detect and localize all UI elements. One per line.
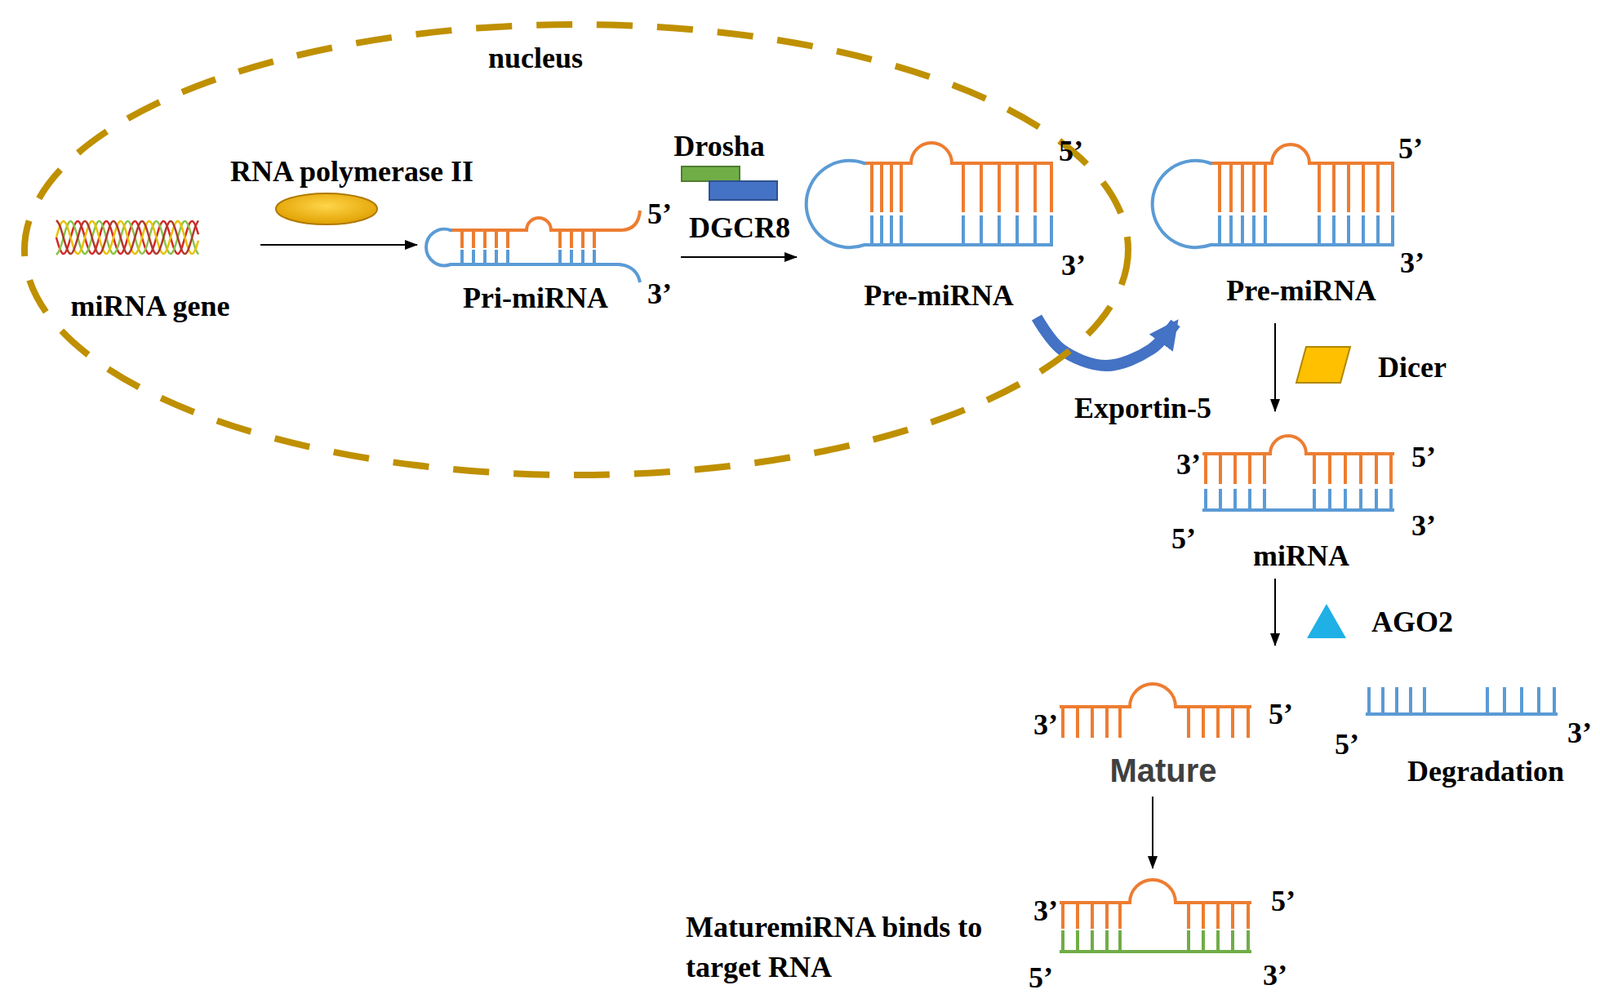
rna-strand	[1204, 490, 1393, 511]
rna-strand	[1061, 684, 1250, 737]
strand-end-label: 5’	[1411, 442, 1436, 472]
mature-mirna: Mature 3’ 5’	[1030, 648, 1307, 794]
strand-end-label: 5’	[1268, 699, 1294, 729]
enzyme-label: AGO2	[1371, 607, 1454, 637]
strand-end-label: 3’	[1262, 960, 1288, 991]
rna-strand	[806, 160, 1052, 248]
strand-end-label: 5’	[647, 199, 672, 229]
dna-helix	[56, 220, 199, 255]
stage-label: Pri-miRNA	[462, 283, 609, 313]
stage-label: Mature	[1109, 754, 1217, 787]
strand-end-label: 5’	[1398, 133, 1423, 164]
gene-node: miRNA gene	[44, 208, 258, 327]
rna-tail	[602, 264, 640, 283]
rna-strand	[1061, 880, 1250, 928]
rna-strand	[1152, 160, 1393, 248]
dicer-symbol	[1296, 346, 1351, 383]
enzyme-label: RNA polymerase II	[230, 156, 474, 187]
enzyme-label: Dicer	[1377, 352, 1447, 383]
strand-end-label: 3’	[1033, 710, 1058, 740]
ago2-symbol	[1306, 604, 1347, 639]
helix-strand	[56, 221, 199, 255]
rna-strand	[1367, 688, 1556, 715]
stage-label: nucleus	[488, 43, 583, 73]
stage-label: miRNA gene	[71, 291, 231, 321]
strand-end-label: 3’	[1400, 248, 1425, 278]
polymerase-symbol	[275, 193, 378, 225]
strand-end-label: 5’	[1334, 729, 1360, 760]
process-arrow	[1274, 578, 1276, 646]
strand-end-label: 3’	[647, 279, 672, 309]
stage-label: Degradation	[1407, 756, 1565, 787]
helix-strand	[56, 220, 199, 254]
rna-strand	[426, 229, 603, 267]
dgcr8-symbol	[709, 181, 778, 200]
strand-end-label: 3’	[1033, 896, 1058, 926]
pri-mirna: Pri-miRNA 5’ 3’	[420, 191, 678, 316]
rna-strand	[864, 142, 1052, 211]
pre-mirna: Pre-miRNA 5’ 3’	[1142, 126, 1437, 320]
helix-strand	[56, 221, 199, 254]
rna-strand	[1210, 144, 1393, 211]
process-arrow	[1151, 796, 1154, 869]
enzyme-label: Exportin-5	[1074, 393, 1212, 423]
enzyme-label: DGCR8	[688, 213, 791, 243]
strand-end-label: 3’	[1176, 449, 1201, 480]
process-arrow	[1274, 323, 1276, 412]
rna-strand	[450, 217, 603, 247]
mirna-duplex: miRNA 3’ 5’ 5’ 3’	[1167, 414, 1441, 576]
enzyme-label: Drosha	[673, 131, 765, 161]
rna-strand	[1061, 932, 1250, 952]
strand-end-label: 3’	[1567, 718, 1592, 748]
strand-end-label: 3’	[1411, 511, 1436, 541]
strand-end-label: 5’	[1271, 886, 1296, 916]
stage-label: MaturemiRNA binds to target RNA	[685, 907, 1029, 987]
strand-end-label: 5’	[1058, 136, 1084, 166]
nucleus-outline	[20, 20, 1133, 480]
rna-strand	[1204, 435, 1393, 483]
rna-molecules	[426, 142, 1556, 952]
strand-end-label: 3’	[1061, 250, 1086, 280]
target-binding: MaturemiRNA binds to target RNA3’5’5’3’	[681, 871, 1307, 998]
process-arrow	[680, 256, 797, 258]
stage-label: Pre-miRNA	[863, 280, 1014, 311]
helix-strand	[56, 221, 199, 254]
stage-label: miRNA	[1253, 541, 1350, 571]
drosha-symbol	[681, 166, 740, 182]
strand-end-label: 5’	[1028, 963, 1054, 993]
stage-label: Pre-miRNA	[1226, 275, 1376, 306]
degraded-strand: Degradation 5’ 3’	[1332, 681, 1596, 792]
process-arrow	[260, 244, 418, 246]
nucleus-region: nucleus miRNA gene Pri-miRNA 5’ 3’ Pre-miRNA 5…	[20, 20, 1133, 480]
rna-tail	[602, 210, 640, 231]
pre-mirna: Pre-miRNA 5’ 3’	[800, 130, 1089, 315]
strand-end-label: 5’	[1171, 524, 1196, 554]
